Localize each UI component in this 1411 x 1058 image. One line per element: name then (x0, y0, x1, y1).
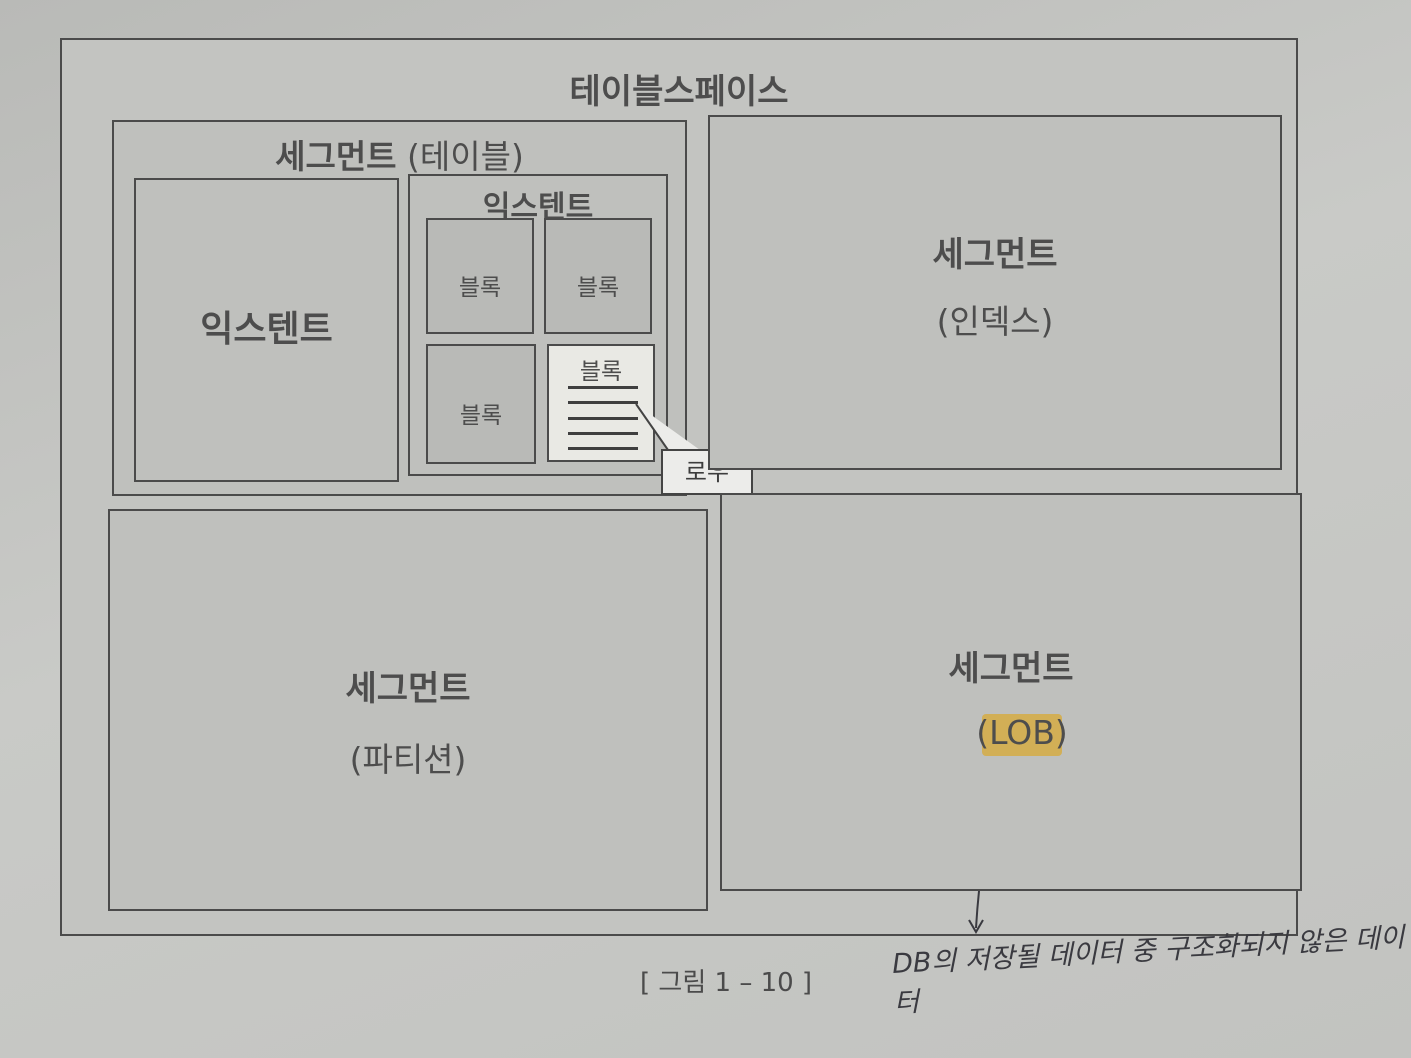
segment-partition-title: 세그먼트 (345, 669, 471, 709)
segment-partition-subtitle: (파티션) (349, 740, 467, 779)
segment-table-title: 세그먼트 (275, 137, 397, 176)
row-line-2 (568, 401, 638, 404)
segment-index-title: 세그먼트 (932, 235, 1058, 275)
segment-lob-title: 세그먼트 (948, 649, 1074, 689)
block-3-label: 블록 (459, 403, 503, 429)
extent-left-box: 익스텐트 (134, 178, 399, 482)
lob-annotation-arrowhead (968, 919, 984, 934)
block-4-label: 블록 (579, 359, 623, 385)
block-2-label: 블록 (576, 275, 620, 301)
segment-index-box: 세그먼트 (인덱스) (708, 115, 1282, 470)
block-1-label: 블록 (458, 275, 502, 301)
segment-lob-subtitle: (LOB) (976, 713, 1068, 752)
segment-index-subtitle: (인덱스) (936, 302, 1054, 341)
row-line-5 (568, 447, 638, 450)
figure-caption: [ 그림 1 – 10 ] (640, 968, 813, 998)
segment-table-heading: 세그먼트 (테이블) (114, 130, 685, 178)
block-2: 블록 (544, 218, 652, 334)
tablespace-title: 테이블스페이스 (569, 72, 789, 112)
extent-left-label: 익스텐트 (200, 309, 333, 350)
row-line-4 (568, 432, 638, 435)
block-1: 블록 (426, 218, 534, 334)
segment-partition-box: 세그먼트 (파티션) (108, 509, 708, 911)
row-line-1 (568, 386, 638, 389)
segment-lob-box: 세그먼트 (720, 493, 1302, 891)
row-callout-pointer (635, 403, 700, 451)
block-3: 블록 (426, 344, 536, 464)
segment-table-subtitle: (테이블) (407, 137, 524, 176)
row-line-3 (568, 417, 638, 420)
lob-highlight (982, 714, 1062, 756)
